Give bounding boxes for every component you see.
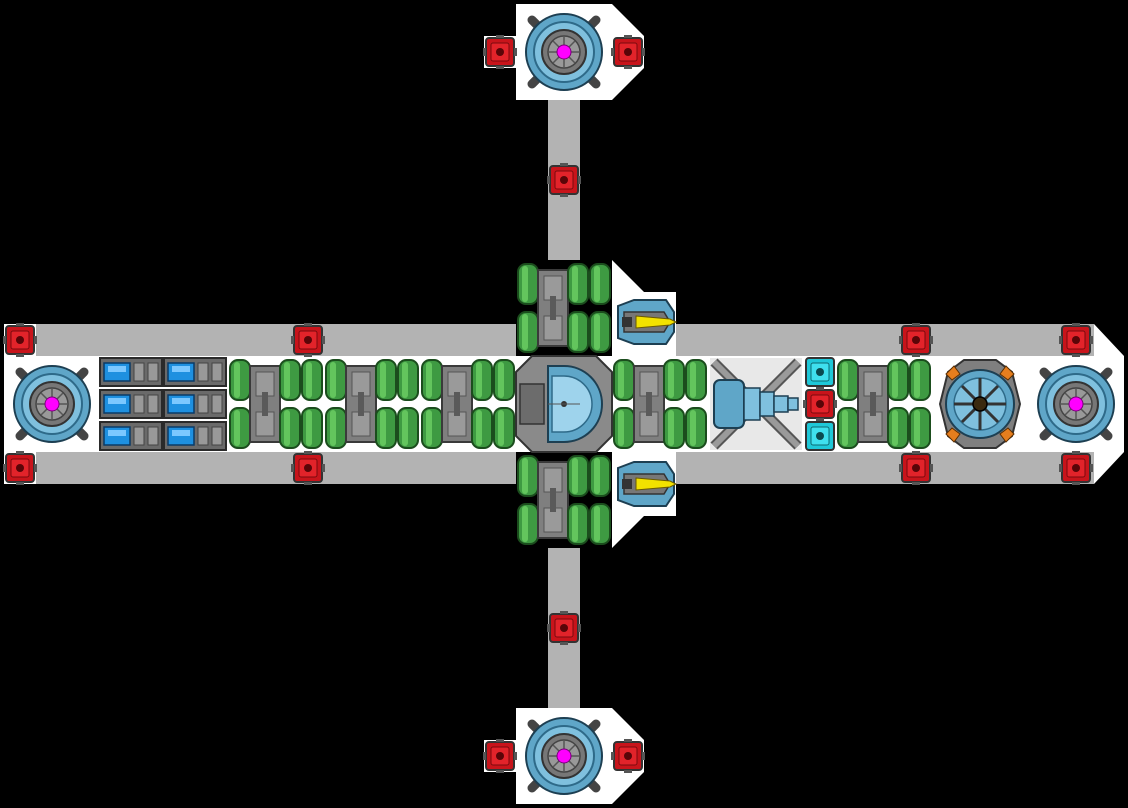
armor-node[interactable] — [610, 34, 646, 70]
turret-upper[interactable] — [617, 299, 677, 345]
armor-node[interactable] — [1058, 450, 1094, 486]
gyro[interactable] — [938, 359, 1022, 449]
shield-generator-top[interactable] — [526, 14, 602, 90]
armor-node[interactable] — [290, 322, 326, 358]
armor-node[interactable] — [546, 162, 582, 198]
cyan-node-2[interactable] — [805, 421, 835, 451]
armor-node[interactable] — [610, 738, 646, 774]
armor-node[interactable] — [2, 450, 38, 486]
green-storage-block-bottom[interactable] — [517, 455, 611, 545]
armor-node[interactable] — [546, 610, 582, 646]
armor-node[interactable] — [482, 738, 518, 774]
support-rails — [4, 36, 1094, 772]
cyan-node-1[interactable] — [805, 357, 835, 387]
shield-generator-left[interactable] — [14, 366, 90, 442]
armor-node[interactable] — [290, 450, 326, 486]
green-storage-block-top[interactable] — [517, 263, 611, 353]
armor-node[interactable] — [2, 322, 38, 358]
shield-generator-right[interactable] — [1038, 366, 1114, 442]
plasma-thruster[interactable] — [710, 358, 802, 450]
shield-generator-bottom[interactable] — [526, 718, 602, 794]
armor-node-mid[interactable] — [802, 386, 838, 422]
armor-node[interactable] — [898, 322, 934, 358]
armor-node[interactable] — [1058, 322, 1094, 358]
armor-node[interactable] — [482, 34, 518, 70]
battery-rack-1[interactable] — [99, 357, 163, 451]
armor-node[interactable] — [898, 450, 934, 486]
battery-rack-2[interactable] — [163, 357, 227, 451]
turret-lower[interactable] — [617, 461, 677, 507]
reactor-core[interactable] — [515, 355, 613, 453]
